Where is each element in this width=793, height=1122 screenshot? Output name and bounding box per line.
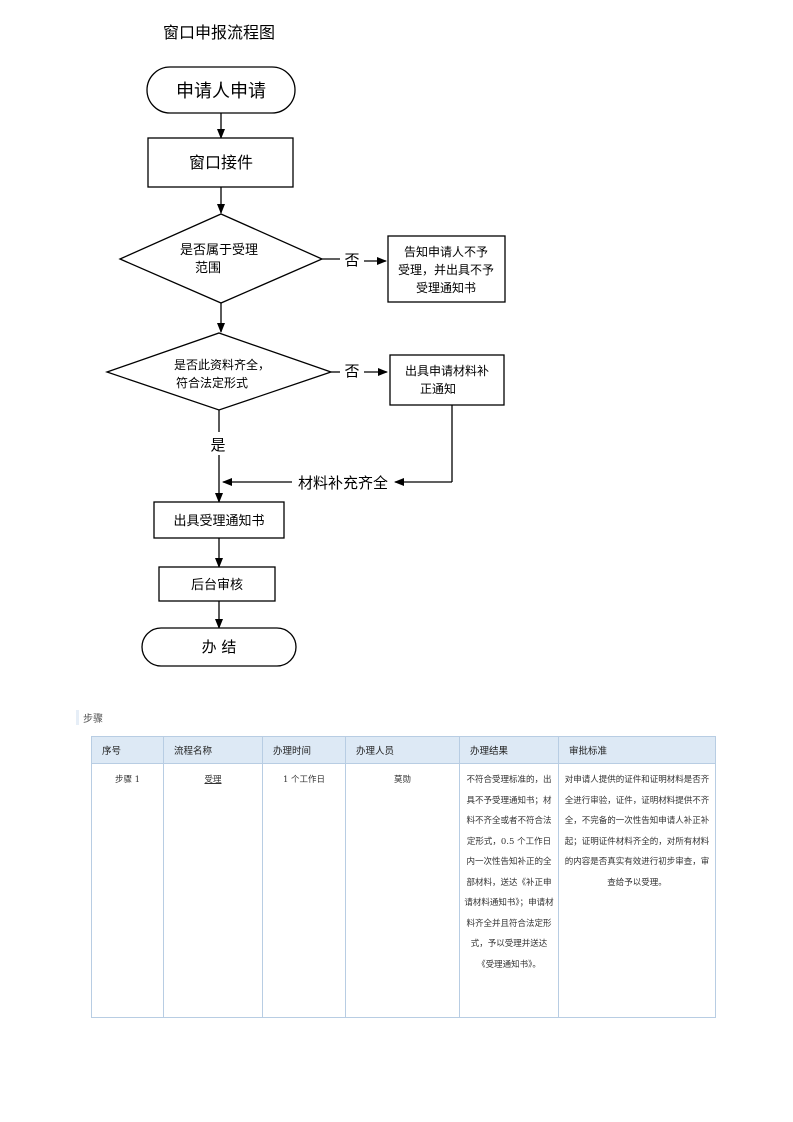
node-review — [158, 566, 276, 602]
header-name: 流程名称 — [163, 736, 263, 764]
node-supplement-label-2: 正通知 — [420, 382, 456, 396]
edge-no-1: 否 — [344, 251, 359, 269]
cell-seq: 步骤 1 — [91, 763, 164, 1018]
node-accept-label: 出具受理通知书 — [173, 513, 264, 529]
node-supplement-label-1: 出具申请材料补 — [405, 364, 489, 378]
header-result: 办理结果 — [459, 736, 559, 764]
edge-yes: 是 — [210, 436, 225, 454]
flowchart: 窗口申报流程图 申请人申请 窗口接件 是否属于受理 范围 否 告知申请人不予 受… — [105, 23, 506, 667]
step-name-link[interactable]: 受理 — [204, 775, 222, 785]
steps-table: 序号 流程名称 办理时间 办理人员 办理结果 审批标准 步骤 1 受理 1 个工… — [91, 736, 716, 1018]
steps-section-label: 步骤 — [76, 710, 103, 725]
steps-table-header: 序号 流程名称 办理时间 办理人员 办理结果 审批标准 — [91, 736, 716, 764]
node-end-label: 办 结 — [202, 638, 237, 656]
node-decision2-label-2: 符合法定形式 — [176, 375, 248, 390]
header-staff: 办理人员 — [345, 736, 460, 764]
header-seq: 序号 — [91, 736, 164, 764]
header-time: 办理时间 — [262, 736, 346, 764]
node-decision1-label-1: 是否属于受理 — [180, 243, 258, 258]
table-row: 步骤 1 受理 1 个工作日 莫勋 不符合受理标准的，出具不予受理通知书；材料不… — [91, 763, 716, 1018]
node-receive — [147, 137, 294, 188]
cell-staff: 莫勋 — [345, 763, 460, 1018]
cell-result: 不符合受理标准的，出具不予受理通知书；材料不齐全或者不符合法定形式，0.5 个工… — [459, 763, 559, 1018]
cell-time: 1 个工作日 — [262, 763, 346, 1018]
node-decision1 — [118, 213, 324, 304]
node-reject — [387, 235, 506, 303]
node-decision1-label-2: 范围 — [195, 261, 221, 276]
node-reject-label-2: 受理，并出具不予 — [398, 263, 494, 277]
node-review-label: 后台审核 — [191, 578, 243, 593]
node-reject-label-1: 告知申请人不予 — [404, 245, 488, 259]
cell-name: 受理 — [163, 763, 263, 1018]
node-start — [146, 66, 296, 114]
flowchart-title: 窗口申报流程图 — [163, 23, 275, 42]
edge-no-2: 否 — [344, 362, 359, 380]
cell-standard: 对申请人提供的证件和证明材料是否齐全进行审验，证件，证明材料提供不齐全，不完备的… — [558, 763, 716, 1018]
edge-complete: 材料补充齐全 — [298, 474, 388, 492]
node-end — [141, 627, 297, 667]
node-reject-label-3: 受理通知书 — [416, 281, 476, 295]
node-start-label: 申请人申请 — [176, 81, 266, 102]
node-accept — [153, 501, 285, 539]
node-decision2 — [105, 332, 333, 411]
node-decision2-label-1: 是否此资料齐全， — [174, 357, 270, 372]
node-supplement — [389, 354, 505, 406]
header-standard: 审批标准 — [558, 736, 716, 764]
node-receive-label: 窗口接件 — [189, 153, 253, 172]
